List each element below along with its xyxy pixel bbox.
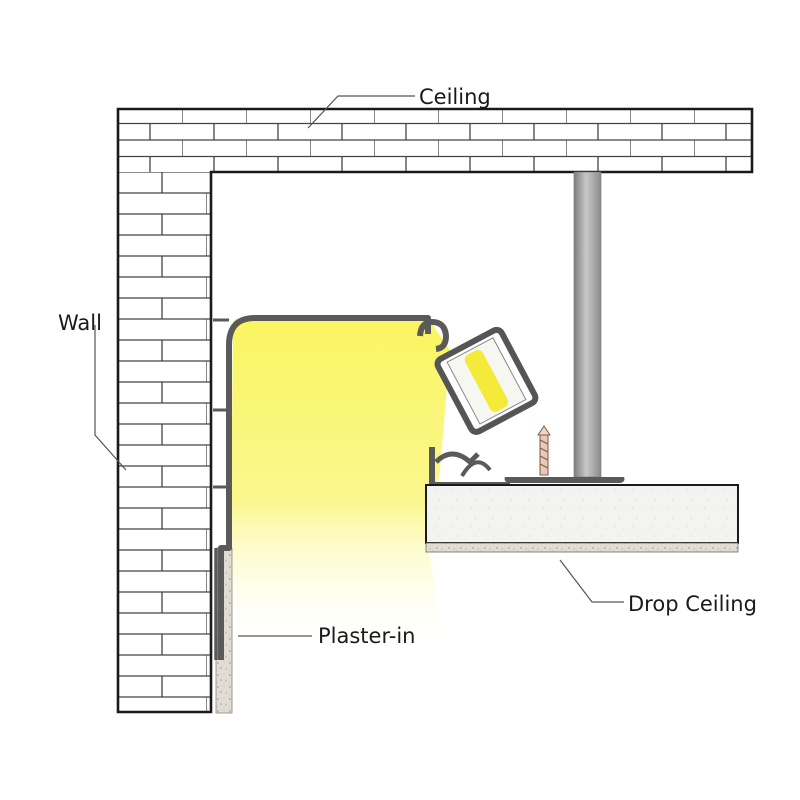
wall-leader (94, 325, 127, 471)
plaster-in-label: Plaster-in (318, 624, 415, 648)
ceiling-label: Ceiling (419, 85, 491, 109)
hanger-rod (573, 171, 602, 478)
wall-label: Wall (58, 311, 102, 335)
aluminium-profile (213, 315, 510, 660)
drop-ceiling-board (425, 484, 739, 553)
drop-ceiling-label: Drop Ceiling (628, 592, 757, 616)
led-strip (464, 350, 509, 412)
light-beam (230, 318, 450, 650)
led-channel (434, 326, 539, 435)
drop-ceiling-leader (559, 559, 624, 603)
ceiling-leader (307, 95, 415, 129)
wall-brick-column (116, 107, 754, 714)
